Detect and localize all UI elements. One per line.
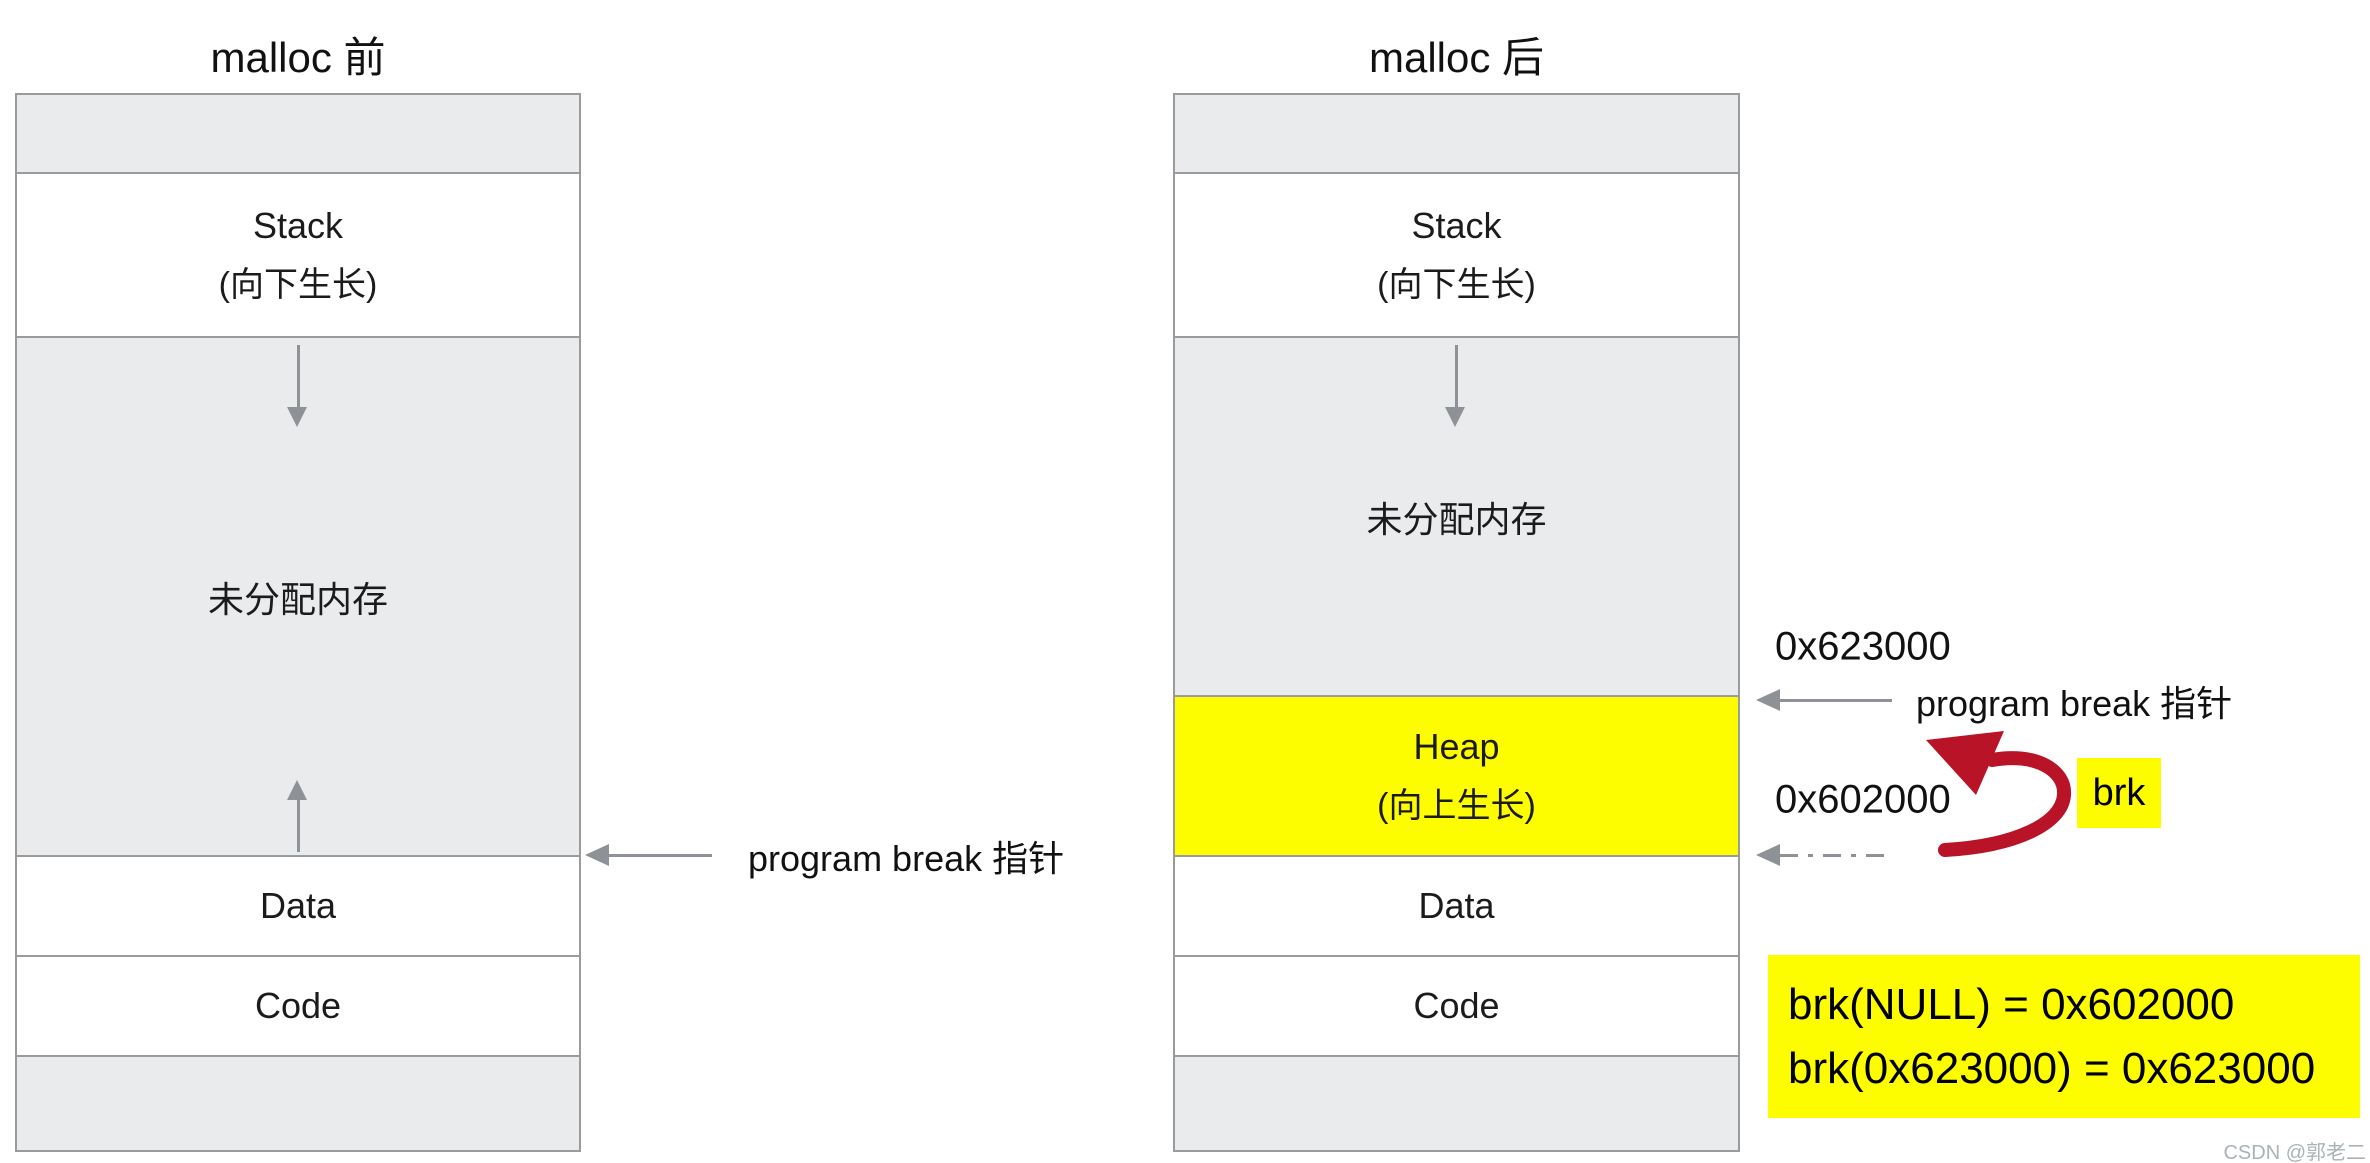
after-memory-column: Stack (向下生长) 未分配内存 Heap (向上生长) Data Code xyxy=(1173,93,1740,1152)
down-arrowhead-icon xyxy=(1445,407,1465,427)
program-break-arrow-icon xyxy=(609,854,712,857)
down-arrow-icon xyxy=(297,345,300,409)
new-break-address: 0x623000 xyxy=(1775,624,1951,669)
brk-result-line1: brk(NULL) = 0x602000 xyxy=(1788,979,2235,1029)
brk-tag-label: brk xyxy=(2092,771,2146,814)
up-arrowhead-icon xyxy=(287,780,307,800)
before-diagram-title: malloc 前 xyxy=(210,33,386,81)
brk-tag: brk xyxy=(2077,758,2161,828)
program-break-arrowhead-icon xyxy=(585,844,609,866)
down-arrow-icon xyxy=(1455,345,1458,409)
after-reserved-bottom-band xyxy=(1175,1057,1738,1150)
brk-result-line2: brk(0x623000) = 0x623000 xyxy=(1788,1043,2316,1093)
unallocated-label: 未分配内存 xyxy=(207,578,388,620)
up-arrow-icon xyxy=(297,798,300,852)
before-memory-column: Stack (向下生长) 未分配内存 Data Code xyxy=(15,93,581,1152)
before-stack-section: Stack (向下生长) xyxy=(17,174,579,338)
dash-dot-arrowhead-icon xyxy=(1756,844,1780,866)
data-label: Data xyxy=(259,885,337,926)
before-reserved-top-band xyxy=(17,95,579,174)
program-break-arrowhead-icon xyxy=(1756,689,1780,711)
after-code-section: Code xyxy=(1175,957,1738,1057)
after-reserved-top-band xyxy=(1175,95,1738,174)
after-stack-section: Stack (向下生长) xyxy=(1175,174,1738,338)
code-label: Code xyxy=(1413,985,1500,1026)
after-program-break-label: program break 指针 xyxy=(1916,683,2233,724)
old-break-address: 0x602000 xyxy=(1775,777,1951,822)
dash-dot-arrow-icon xyxy=(1780,854,1892,857)
stack-label: Stack xyxy=(252,204,344,246)
stack-growth-label: (向下生长) xyxy=(218,265,378,304)
heap-label: Heap xyxy=(1413,725,1500,767)
before-data-section: Data xyxy=(17,857,579,957)
down-arrowhead-icon xyxy=(287,407,307,427)
before-code-section: Code xyxy=(17,957,579,1057)
after-data-section: Data xyxy=(1175,857,1738,957)
code-label: Code xyxy=(254,985,342,1026)
brk-result-box: brk(NULL) = 0x602000 brk(0x623000) = 0x6… xyxy=(1768,955,2360,1118)
before-reserved-bottom-band xyxy=(17,1057,579,1150)
data-label: Data xyxy=(1418,885,1495,926)
curved-brk-arrow-icon xyxy=(1926,731,2072,857)
after-heap-section: Heap (向上生长) xyxy=(1175,697,1738,857)
stack-label: Stack xyxy=(1411,204,1502,246)
before-program-break-label: program break 指针 xyxy=(748,838,1065,879)
watermark: CSDN @郭老二 xyxy=(2223,1142,2366,1163)
program-break-arrow-icon xyxy=(1780,699,1892,702)
unallocated-label: 未分配内存 xyxy=(1366,498,1547,540)
heap-growth-label: (向上生长) xyxy=(1377,786,1536,825)
after-diagram-title: malloc 后 xyxy=(1368,33,1545,81)
stack-growth-label: (向下生长) xyxy=(1377,265,1536,304)
after-unallocated-section: 未分配内存 xyxy=(1175,338,1738,697)
